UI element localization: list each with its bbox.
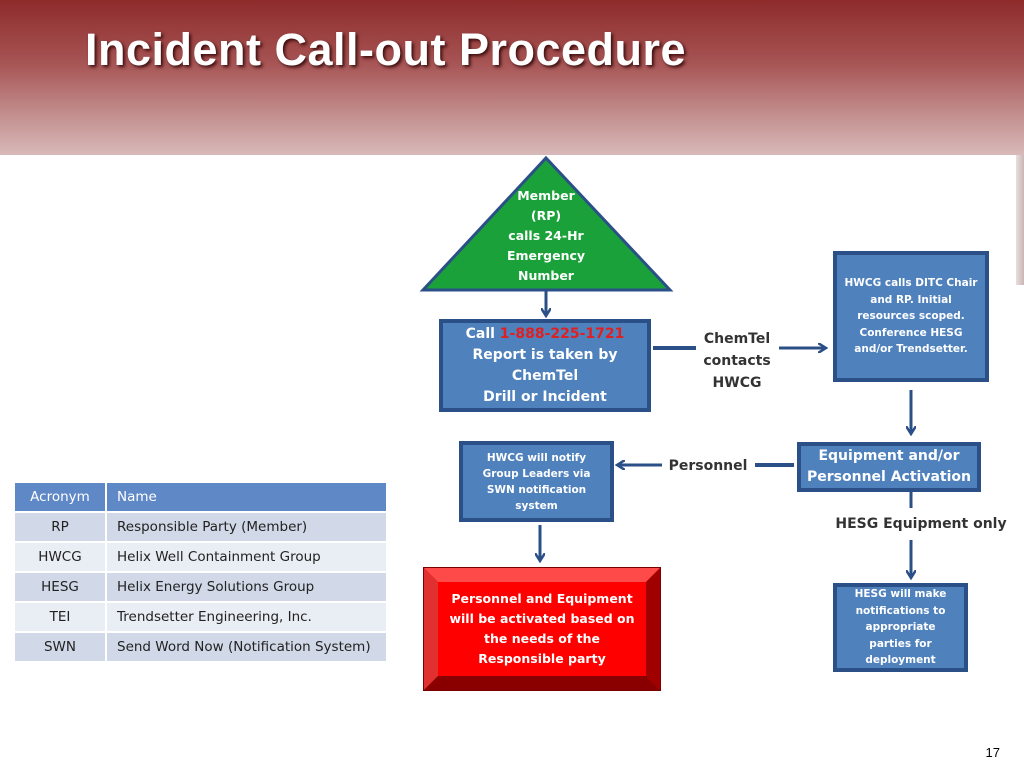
acronym-cell: RP <box>15 513 107 541</box>
acronym-cell: HWCG <box>15 543 107 571</box>
table-row: HWCG Helix Well Containment Group <box>15 543 388 571</box>
hesg-notify-line: parties for <box>869 637 932 650</box>
call-box-line: Drill or Incident <box>483 388 607 405</box>
name-cell: Trendsetter Engineering, Inc. <box>107 603 388 631</box>
final-line: the needs of the <box>483 631 601 646</box>
page-title: Incident Call-out Procedure <box>85 24 687 75</box>
hwcg-calls-line: and/or Trendsetter. <box>854 343 968 356</box>
activation-line: Personnel Activation <box>807 469 971 485</box>
table-row: SWN Send Word Now (Notification System) <box>15 633 388 661</box>
call-box-line: Report is taken by <box>472 346 618 363</box>
start-line: Member <box>517 188 575 203</box>
chemtel-line: ChemTel <box>703 331 771 347</box>
start-line: Number <box>518 268 574 283</box>
hesg-notify-line: deployment <box>865 654 936 667</box>
table-header-row: Acronym Name <box>15 483 388 511</box>
activation-line: Equipment and/or <box>818 448 960 464</box>
acronym-cell: SWN <box>15 633 107 661</box>
acronym-cell: HESG <box>15 573 107 601</box>
final-line: will be activated based on <box>449 611 635 626</box>
notify-line: system <box>515 499 558 512</box>
acronym-table: Acronym Name RP Responsible Party (Membe… <box>15 481 388 663</box>
hesg-notify-box: HESG will make notifications to appropri… <box>833 583 968 672</box>
chemtel-contacts-label: ChemTel contacts HWCG <box>697 328 777 394</box>
hesg-notify-line: notifications to <box>855 604 946 617</box>
final-activation-text: Personnel and Equipment will be activate… <box>438 589 646 669</box>
table-row: HESG Helix Energy Solutions Group <box>15 573 388 601</box>
final-box-bevel-left <box>424 568 438 690</box>
hwcg-calls-line: HWCG calls DITC Chair <box>844 277 978 290</box>
final-line: Responsible party <box>478 651 606 666</box>
table-row: RP Responsible Party (Member) <box>15 513 388 541</box>
hwcg-calls-line: and RP. Initial <box>870 293 952 306</box>
call-line: Call 1-888-225-1721 <box>466 324 625 345</box>
page-number: 17 <box>985 745 1000 760</box>
final-box-bevel-bottom <box>424 676 660 690</box>
hwcg-calls-line: Conference HESG <box>859 326 963 339</box>
start-line: calls 24-Hr <box>508 228 584 243</box>
call-box-line: ChemTel <box>511 367 579 384</box>
start-line: (RP) <box>530 208 562 223</box>
final-box-bevel-right <box>646 568 660 690</box>
name-cell: Helix Well Containment Group <box>107 543 388 571</box>
start-line: Emergency <box>506 248 586 263</box>
table-row: TEI Trendsetter Engineering, Inc. <box>15 603 388 631</box>
notify-box: HWCG will notify Group Leaders via SWN n… <box>459 441 614 522</box>
acronym-cell: TEI <box>15 603 107 631</box>
notify-line: HWCG will notify <box>486 451 587 464</box>
personnel-label: Personnel <box>668 458 748 474</box>
final-box-face <box>438 582 646 676</box>
phone-number: 1-888-225-1721 <box>499 325 625 342</box>
call-prefix: Call <box>465 325 500 342</box>
name-cell: Helix Energy Solutions Group <box>107 573 388 601</box>
final-box-bevel-top <box>424 568 660 582</box>
header-acronym: Acronym <box>15 483 107 511</box>
start-triangle-text: Member (RP) calls 24-Hr Emergency Number <box>486 186 606 286</box>
hesg-notify-line: appropriate <box>865 621 936 634</box>
notify-line: Group Leaders via <box>482 467 591 480</box>
name-cell: Responsible Party (Member) <box>107 513 388 541</box>
header-name: Name <box>107 483 388 511</box>
title-banner <box>0 0 1024 155</box>
start-triangle <box>419 155 674 292</box>
final-line: Personnel and Equipment <box>451 591 633 606</box>
hesg-notify-line: HESG will make <box>854 588 947 601</box>
activation-box: Equipment and/or Personnel Activation <box>797 442 981 492</box>
hwcg-calls-box: HWCG calls DITC Chair and RP. Initial re… <box>833 251 989 382</box>
hwcg-calls-line: resources scoped. <box>857 310 965 323</box>
notify-line: SWN notification <box>486 483 587 496</box>
chemtel-line: HWCG <box>712 375 762 391</box>
side-decoration <box>1016 155 1024 285</box>
equipment-only-label: HESG Equipment only <box>835 516 1007 532</box>
call-report-box: Call 1-888-225-1721 Report is taken by C… <box>439 319 651 412</box>
name-cell: Send Word Now (Notification System) <box>107 633 388 661</box>
chemtel-line: contacts <box>703 353 771 369</box>
